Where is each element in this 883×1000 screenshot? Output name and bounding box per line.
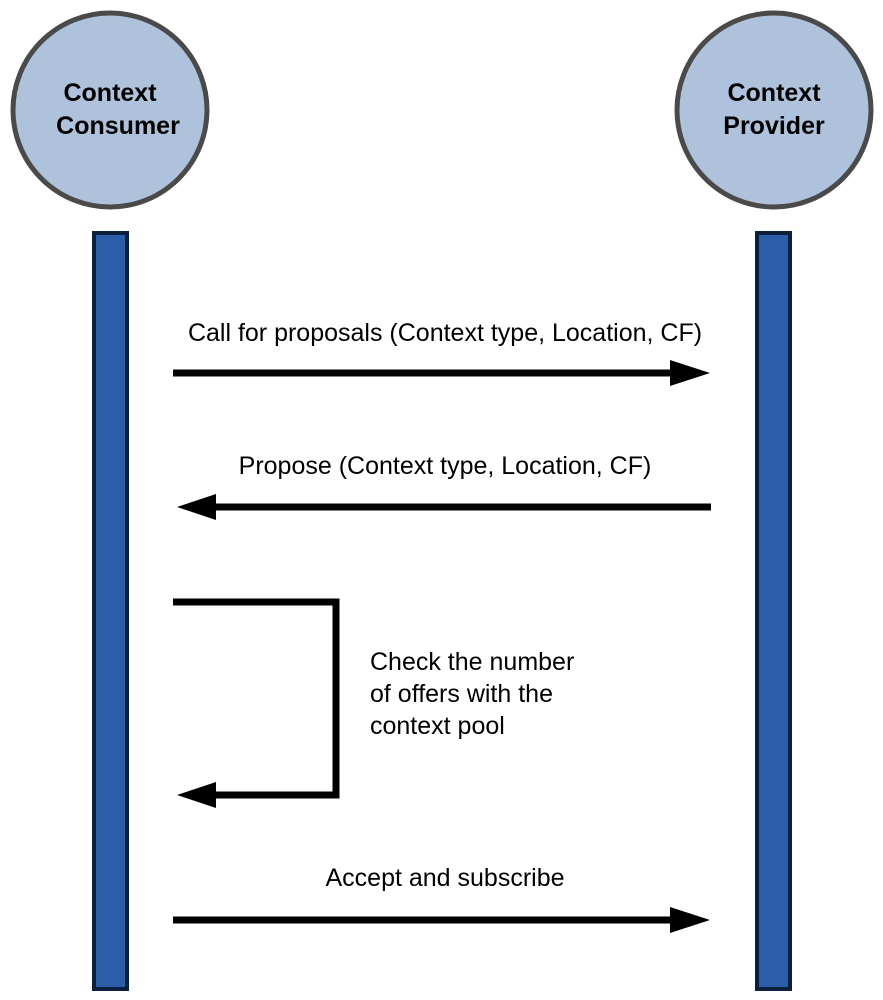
self-check-label-line-3: context pool bbox=[370, 712, 505, 740]
self-loop-line bbox=[173, 598, 340, 799]
self-check-label-line-1: Check the number bbox=[370, 648, 574, 676]
actor-label-consumer-line-2: Consumer bbox=[56, 112, 180, 140]
message-label-call-for-proposals: Call for proposals (Context type, Locati… bbox=[188, 319, 702, 347]
actor-context-provider: Context Provider bbox=[674, 10, 874, 210]
arrowhead-right-call-for-proposals bbox=[670, 360, 710, 386]
self-check-label-line-2: of offers with the bbox=[370, 680, 553, 708]
lifeline-provider bbox=[755, 231, 792, 991]
message-label-accept-and-subscribe: Accept and subscribe bbox=[325, 864, 564, 892]
arrowhead-left-propose bbox=[177, 494, 216, 520]
actor-label-provider-line-2: Provider bbox=[723, 112, 825, 140]
actor-circle-consumer bbox=[10, 10, 210, 210]
actor-label-consumer-line-1: Context bbox=[63, 79, 157, 107]
message-label-propose: Propose (Context type, Location, CF) bbox=[239, 452, 652, 480]
actor-circle-provider bbox=[674, 10, 874, 210]
message-call-for-proposals: Call for proposals (Context type, Locati… bbox=[173, 319, 710, 386]
actor-label-provider-line-1: Context bbox=[727, 79, 821, 107]
message-self-check: Check the number of offers with the cont… bbox=[173, 598, 574, 808]
actor-context-consumer: Context Consumer bbox=[10, 10, 210, 210]
message-accept-and-subscribe: Accept and subscribe bbox=[173, 864, 710, 933]
arrowhead-left-self-check bbox=[177, 782, 216, 808]
arrowhead-right-accept-and-subscribe bbox=[670, 907, 710, 933]
lifeline-consumer bbox=[92, 231, 129, 991]
message-propose: Propose (Context type, Location, CF) bbox=[177, 452, 711, 520]
